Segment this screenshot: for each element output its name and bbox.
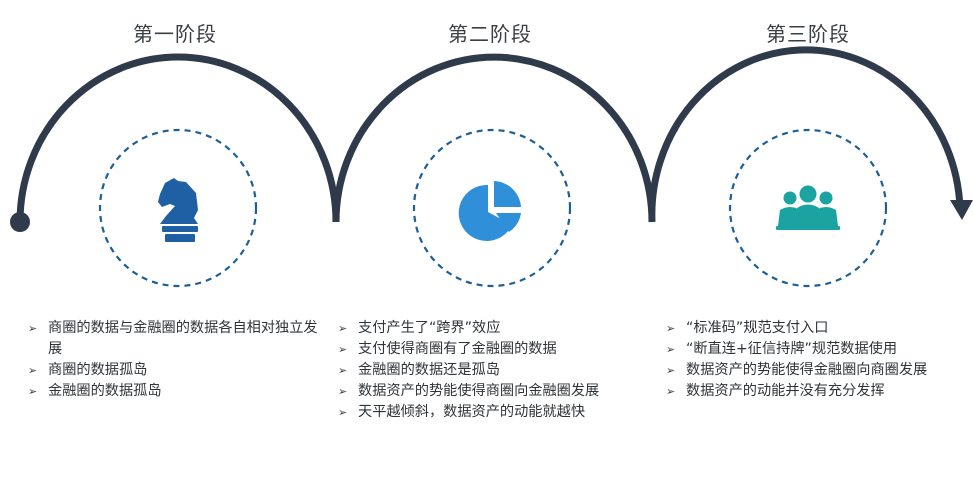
arrow-bullet-icon: ➢ — [338, 322, 348, 335]
timeline-start-dot — [10, 212, 30, 232]
bullet-item: ➢ 商圈的数据孤岛 — [26, 360, 326, 381]
bullet-item: ➢ 天平越倾斜，数据资产的动能就越快 — [336, 402, 636, 423]
bullet-text: 金融圈的数据孤岛 — [48, 383, 162, 399]
bullet-item: ➢ 金融圈的数据还是孤岛 — [336, 360, 636, 381]
timeline-arrow-head — [950, 200, 973, 220]
pie-chart-icon — [458, 181, 521, 241]
arrow-bullet-icon: ➢ — [666, 343, 676, 356]
stage-2-title: 第二阶段 — [448, 22, 532, 46]
bullet-text: 数据资产的势能使得商圈向金融圈发展 — [358, 383, 600, 399]
bullet-item: ➢ 商圈的数据与金融圈的数据各自相对独立发展 — [26, 318, 326, 360]
bullet-text: “断直连+征信持牌”规范数据使用 — [686, 341, 898, 357]
arrow-bullet-icon: ➢ — [338, 364, 348, 377]
arrow-bullet-icon: ➢ — [338, 343, 348, 356]
stage-1-dashed-circle — [98, 128, 258, 288]
bullet-text: 数据资产的势能使得金融圈向商圈发展 — [686, 362, 928, 378]
bullet-text: 天平越倾斜，数据资产的动能就越快 — [358, 404, 586, 420]
bullet-item: ➢ 数据资产的动能并没有充分发挥 — [664, 381, 964, 402]
arrow-bullet-icon: ➢ — [28, 364, 38, 377]
bullet-text: 商圈的数据与金融圈的数据各自相对独立发展 — [48, 320, 318, 357]
stage-2-bullet-list: ➢ 支付产生了“跨界”效应 ➢ 支付使得商圈有了金融圈的数据 ➢ 金融圈的数据还是孤岛… — [336, 318, 636, 423]
arrow-bullet-icon: ➢ — [666, 322, 676, 335]
user-group-icon — [776, 185, 840, 230]
bullet-item: ➢ 数据资产的势能使得商圈向金融圈发展 — [336, 381, 636, 402]
bullet-item: ➢ “断直连+征信持牌”规范数据使用 — [664, 339, 964, 360]
stage-3-title: 第三阶段 — [766, 22, 850, 46]
stage-1-title: 第一阶段 — [133, 22, 217, 46]
arrow-bullet-icon: ➢ — [28, 385, 38, 398]
arrow-bullet-icon: ➢ — [338, 406, 348, 419]
timeline-curve — [16, 46, 964, 223]
arrow-bullet-icon: ➢ — [338, 385, 348, 398]
bullet-item: ➢ 支付产生了“跨界”效应 — [336, 318, 636, 339]
stage-3-dashed-circle — [728, 128, 888, 288]
bullet-text: 支付产生了“跨界”效应 — [358, 320, 501, 336]
stage-1-bullet-list: ➢ 商圈的数据与金融圈的数据各自相对独立发展 ➢ 商圈的数据孤岛 ➢ 金融圈的数据孤岛 — [26, 318, 326, 402]
bullet-item: ➢ 金融圈的数据孤岛 — [26, 381, 326, 402]
stage-3-bullet-list: ➢ “标准码”规范支付入口 ➢ “断直连+征信持牌”规范数据使用 ➢ 数据资产的势能使… — [664, 318, 964, 402]
bullet-text: “标准码”规范支付入口 — [686, 320, 829, 336]
stage-2-dashed-circle — [412, 128, 572, 288]
arrow-bullet-icon: ➢ — [28, 322, 38, 335]
arrow-bullet-icon: ➢ — [666, 385, 676, 398]
bullet-item: ➢ “标准码”规范支付入口 — [664, 318, 964, 339]
bullet-item: ➢ 数据资产的势能使得金融圈向商圈发展 — [664, 360, 964, 381]
bullet-text: 商圈的数据孤岛 — [48, 362, 148, 378]
bullet-text: 数据资产的动能并没有充分发挥 — [686, 383, 885, 399]
bullet-text: 金融圈的数据还是孤岛 — [358, 362, 500, 378]
arrow-bullet-icon: ➢ — [666, 364, 676, 377]
chess-knight-icon — [158, 178, 198, 242]
bullet-item: ➢ 支付使得商圈有了金融圈的数据 — [336, 339, 636, 360]
bullet-text: 支付使得商圈有了金融圈的数据 — [358, 341, 557, 357]
